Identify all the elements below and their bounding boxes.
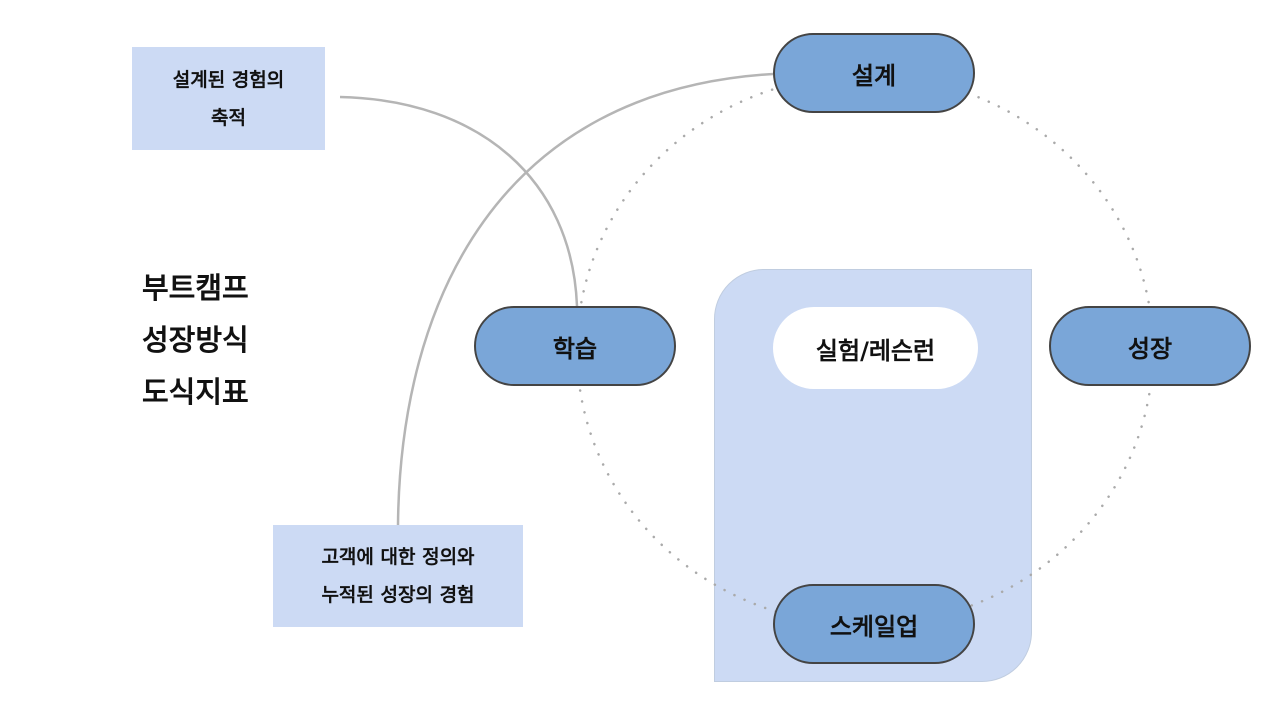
note-bottom-line2: 누적된 성장의 경험 — [321, 584, 475, 606]
note-top-line1: 설계된 경험의 — [172, 68, 285, 91]
side-title: 부트캠프 성장방식 도식지표 — [142, 262, 249, 418]
node-growth: 성장 — [1049, 306, 1251, 386]
node-scaleup: 스케일업 — [773, 584, 975, 664]
connector-bottom-note — [396, 72, 774, 526]
side-title-line: 부트캠프 — [142, 271, 249, 305]
center-label: 실험/레슨런 — [773, 307, 978, 389]
side-title-line: 성장방식 — [142, 323, 249, 357]
note-bottom-line1: 고객에 대한 정의와 — [321, 546, 475, 568]
side-title-line: 도식지표 — [142, 375, 249, 409]
note-top: 설계된 경험의 축적 — [132, 47, 325, 150]
connector-top-note — [339, 95, 579, 307]
note-top-line2: 축적 — [211, 106, 246, 129]
node-design: 설계 — [773, 33, 975, 113]
node-learning: 학습 — [474, 306, 676, 386]
note-bottom: 고객에 대한 정의와 누적된 성장의 경험 — [273, 525, 523, 627]
